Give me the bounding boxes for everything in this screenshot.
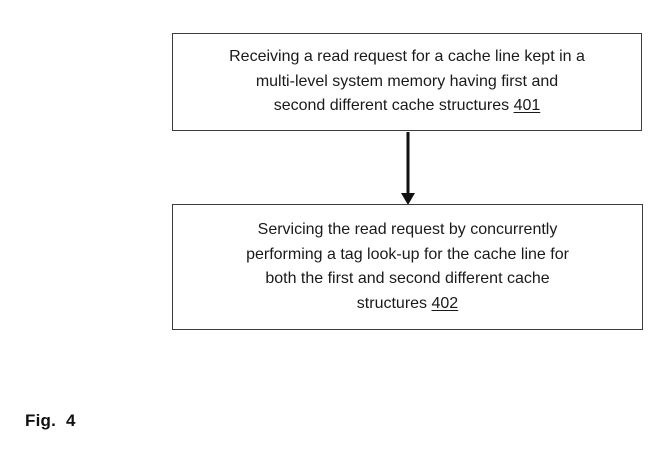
flow-step-401-ref-number: 401 — [513, 97, 541, 115]
flow-step-401-text: Receiving a read request for a cache lin… — [229, 45, 585, 119]
flow-step-402-ref-number: 402 — [431, 294, 459, 312]
flow-step-402-body: Servicing the read request by concurrent… — [246, 221, 569, 312]
figure-caption: Fig. 4 — [25, 411, 76, 431]
flow-step-401-box: Receiving a read request for a cache lin… — [172, 33, 642, 131]
down-arrow-icon — [401, 132, 415, 205]
flow-step-401-body: Receiving a read request for a cache lin… — [229, 48, 585, 115]
figure-caption-label: Fig. — [25, 411, 57, 430]
flow-step-402-box: Servicing the read request by concurrent… — [172, 204, 643, 330]
flow-step-402-text: Servicing the read request by concurrent… — [246, 218, 569, 316]
figure-caption-number: 4 — [66, 411, 76, 430]
